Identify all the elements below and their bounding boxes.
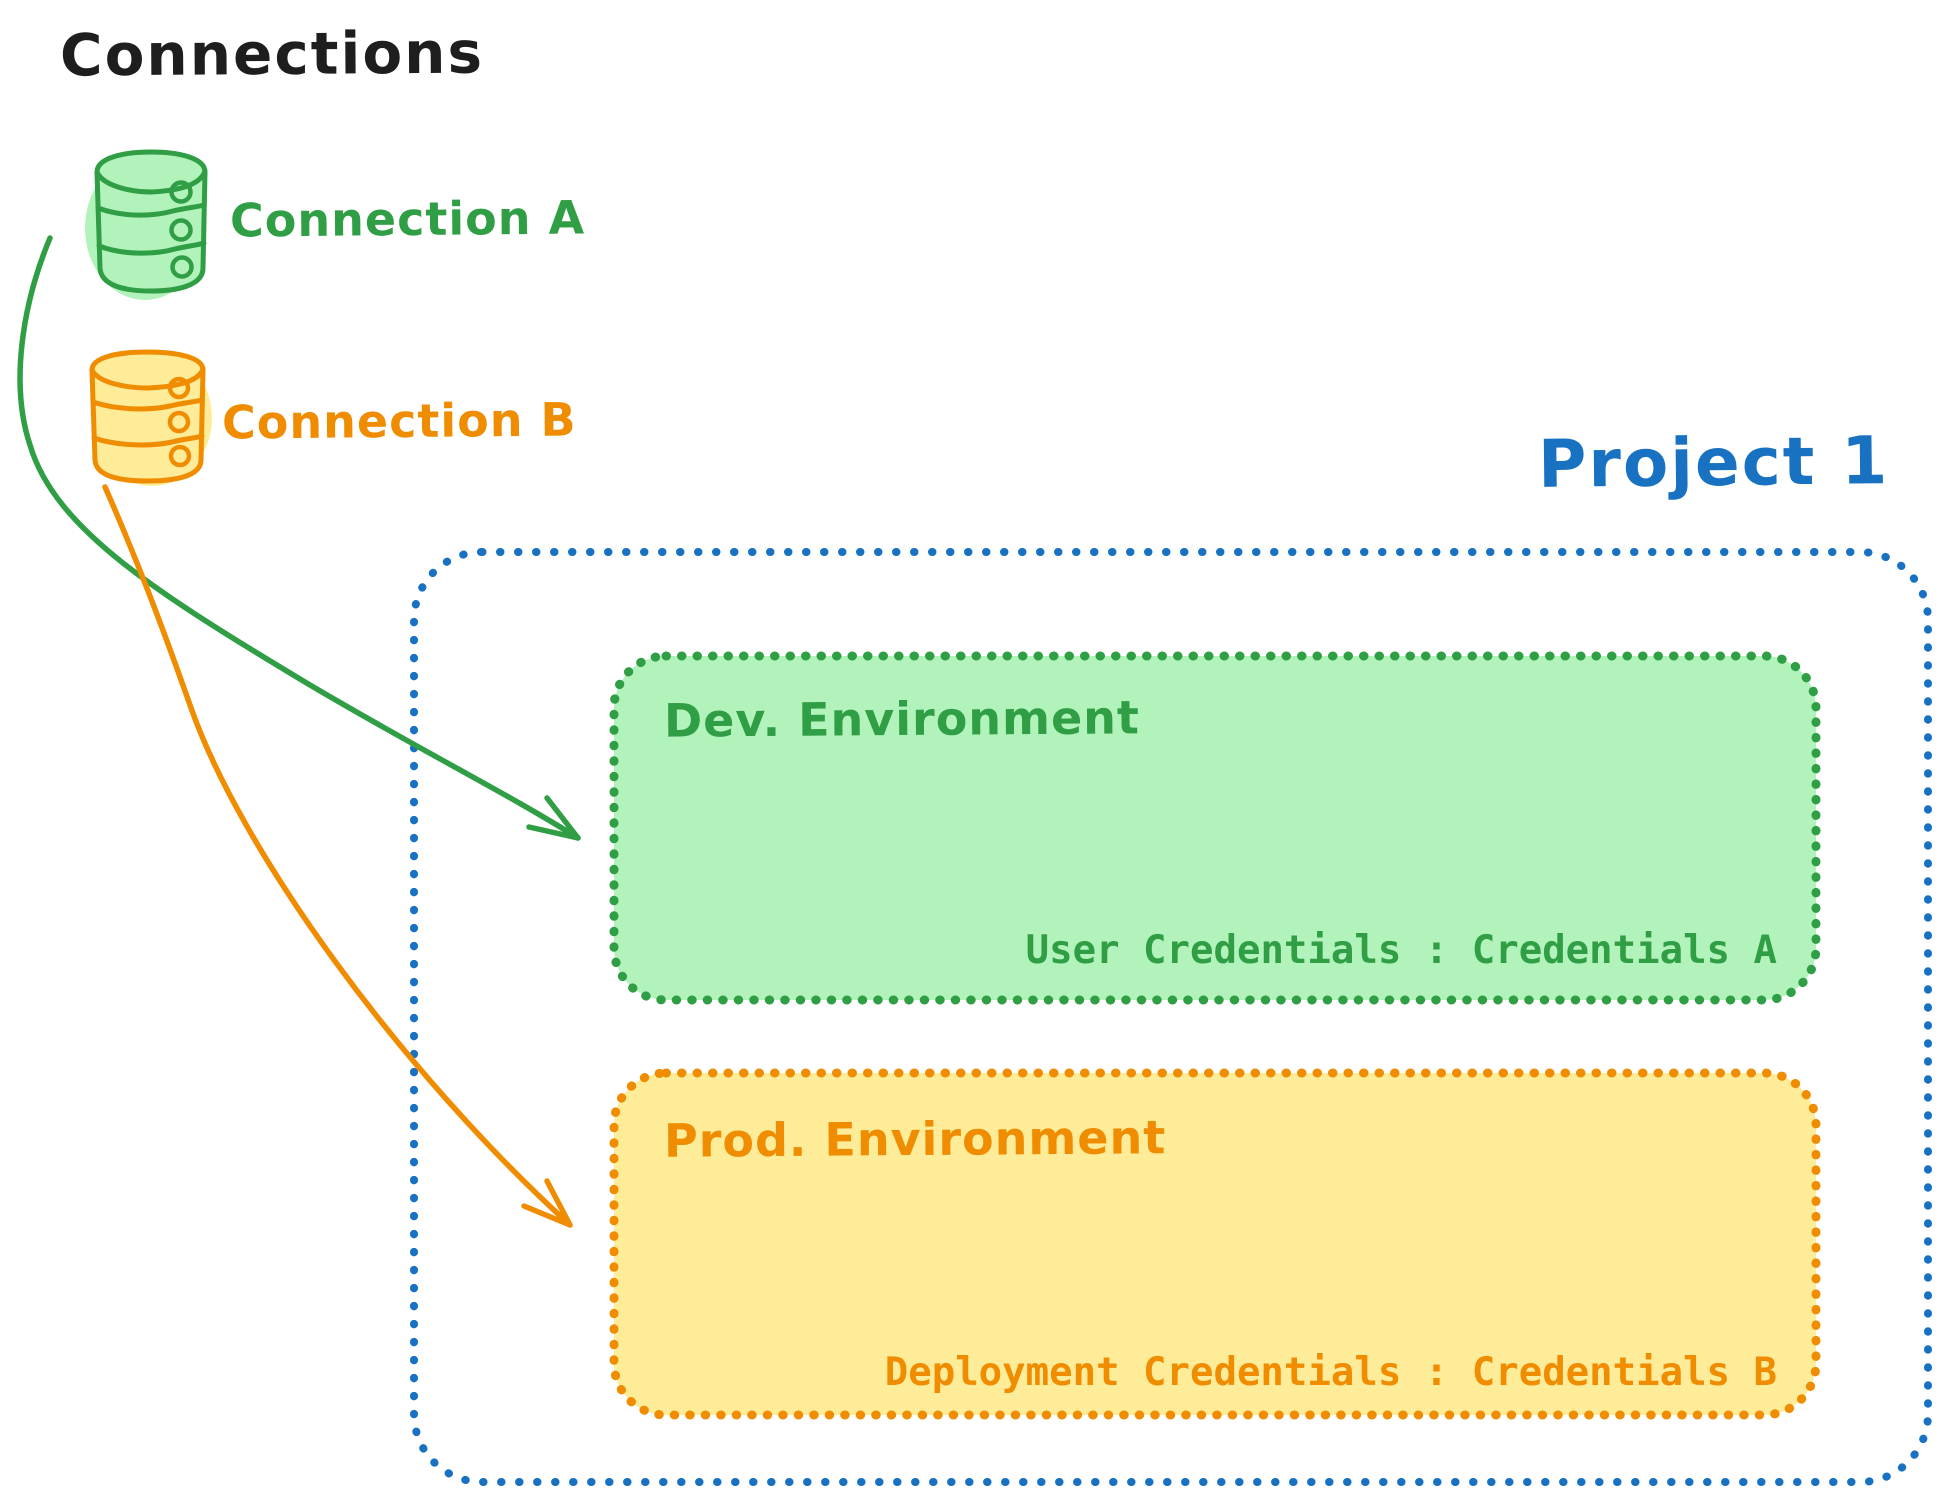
- prod-environment-title: Prod. Environment: [663, 1110, 1167, 1168]
- dev-environment-credentials: User Credentials : Credentials A: [1025, 928, 1777, 973]
- prod-environment-credentials: Deployment Credentials : Credentials B: [884, 1350, 1777, 1395]
- arrowhead: [526, 795, 581, 841]
- database-icon-connection-b: [89, 349, 212, 486]
- dev-environment-title: Dev. Environment: [663, 690, 1141, 748]
- project-title: Project 1: [1537, 422, 1890, 503]
- project-box-border: [410, 548, 1932, 1486]
- connection-a-label: Connection A: [229, 190, 586, 248]
- database-icon-connection-a: [85, 149, 208, 300]
- connection-b-label: Connection B: [221, 392, 577, 450]
- arrowhead: [521, 1178, 573, 1228]
- arrow-connection-b-to-prod: [102, 484, 573, 1228]
- prod-environment-box: [609, 1068, 1821, 1420]
- diagram-title: Connections: [59, 18, 485, 90]
- arrow-connection-a-to-dev: [17, 235, 581, 841]
- dev-environment-box: [609, 651, 1821, 1005]
